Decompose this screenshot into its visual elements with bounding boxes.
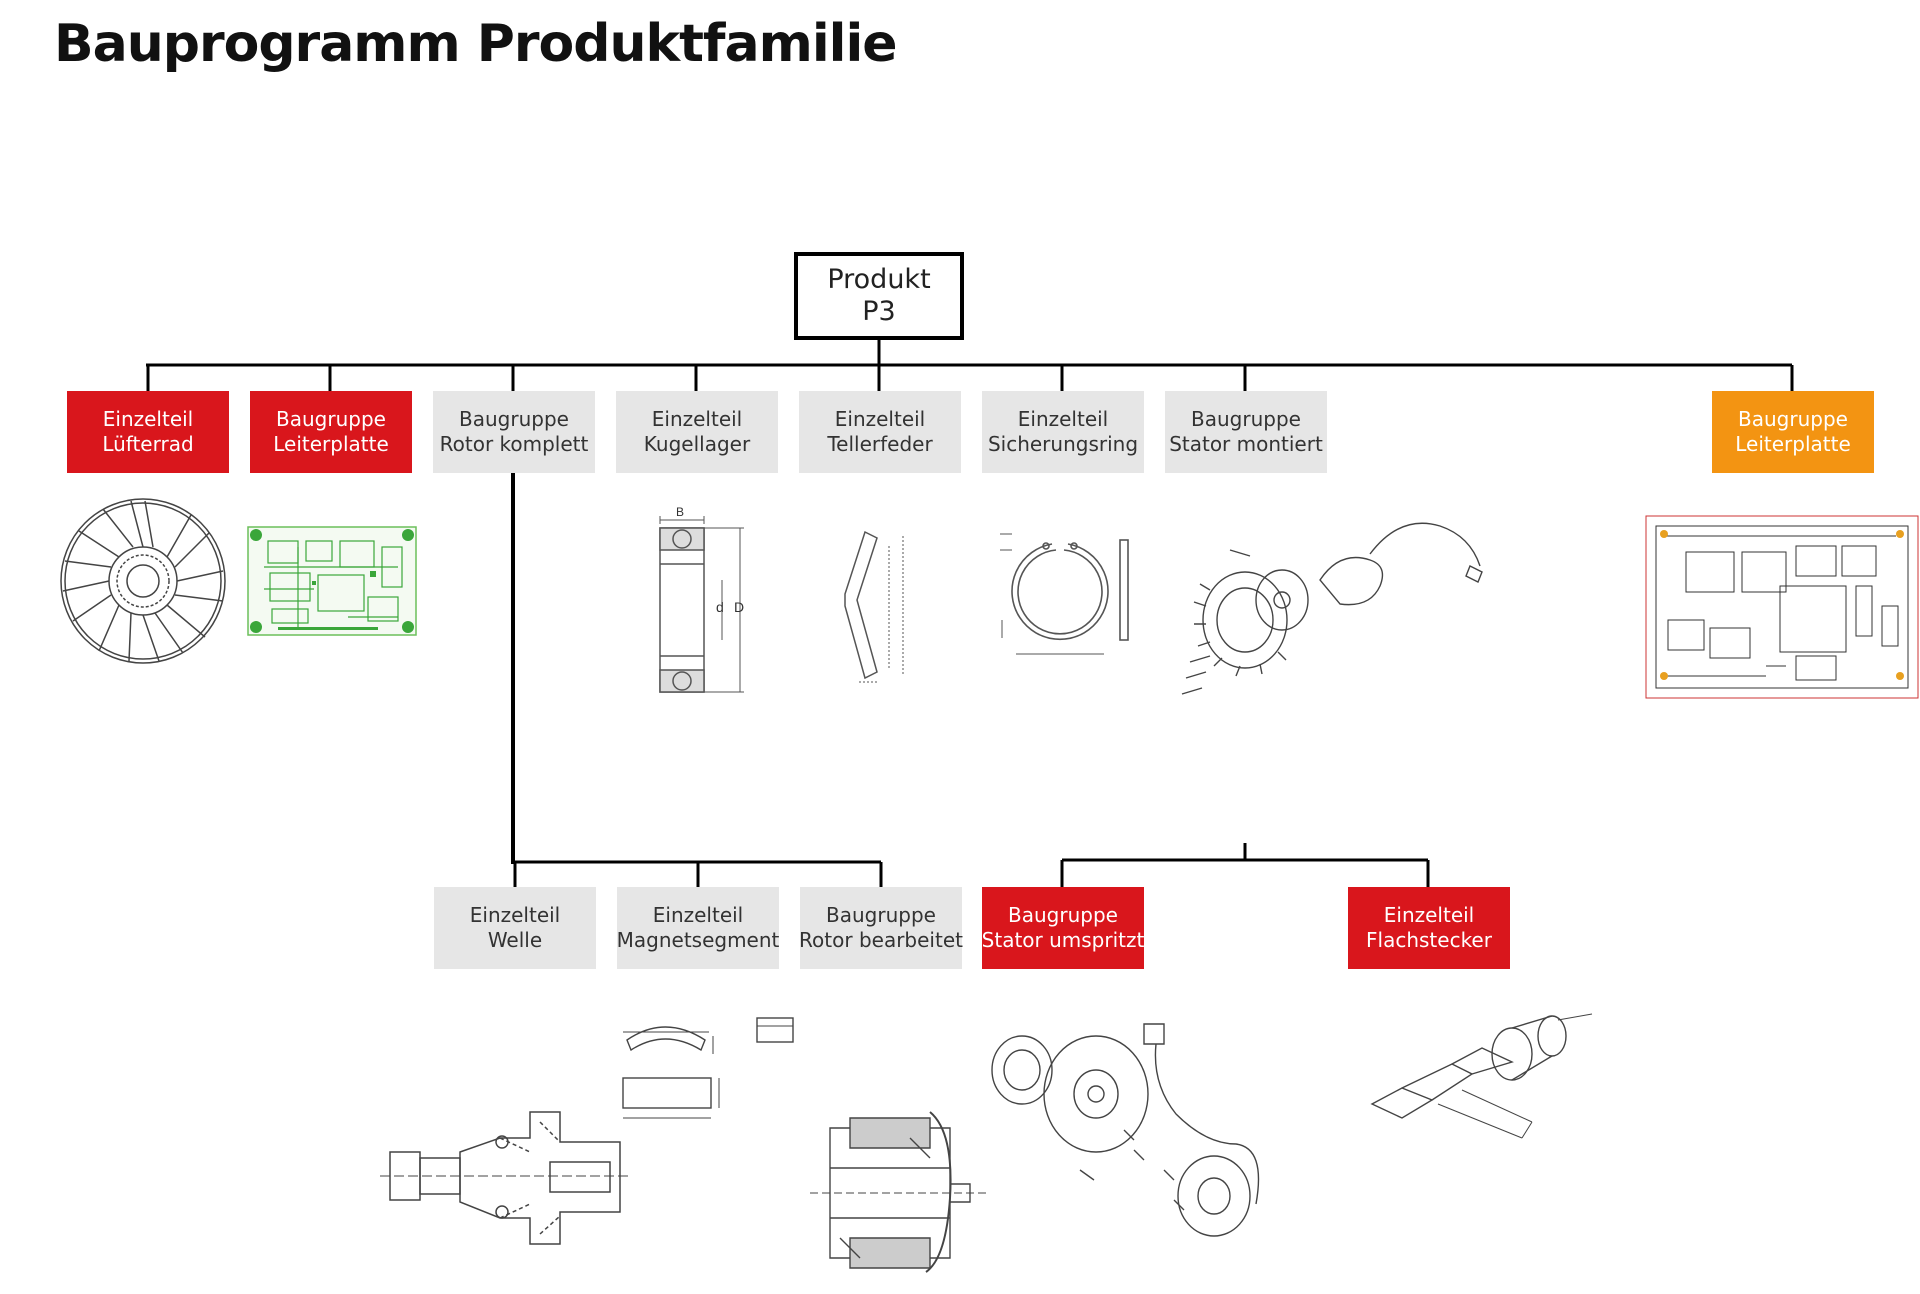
node-baugruppe-stator-montiert[interactable]: Baugruppe Stator montiert <box>1165 391 1327 473</box>
svg-text:B: B <box>676 505 684 519</box>
node-type: Einzelteil <box>469 903 561 927</box>
retaining-ring-drawing <box>1000 533 1129 655</box>
node-type: Baugruppe <box>459 407 569 431</box>
node-type: Baugruppe <box>826 903 936 927</box>
node-baugruppe-leiterplatte[interactable]: Baugruppe Leiterplatte <box>250 391 412 473</box>
node-baugruppe-rotor-bearbeitet[interactable]: Baugruppe Rotor bearbeitet <box>799 887 963 969</box>
node-name: Leiterplatte <box>1735 432 1851 456</box>
ball-bearing-drawing: B d D <box>659 505 744 693</box>
node-type: Baugruppe <box>276 407 386 431</box>
node-type: Baugruppe <box>1738 407 1848 431</box>
node-baugruppe-stator-umspritzt[interactable]: Baugruppe Stator umspritzt <box>982 887 1144 969</box>
node-einzelteil-welle[interactable]: Einzelteil Welle <box>434 887 596 969</box>
stator-assembly-drawing <box>1181 522 1483 695</box>
fan-wheel-drawing <box>60 498 226 664</box>
disc-spring-drawing <box>844 530 904 683</box>
page-title: Bauprogramm Produktfamilie <box>54 14 898 74</box>
node-name: Sicherungsring <box>987 432 1139 456</box>
rotor-section-drawing <box>810 1111 990 1273</box>
flat-connector-drawing <box>1370 1013 1593 1139</box>
root-label-line1: Produkt <box>827 264 931 295</box>
pcb-layout-drawing <box>1645 515 1919 699</box>
node-name: Lüfterrad <box>102 432 194 456</box>
node-type: Einzelteil <box>1383 903 1475 927</box>
node-type: Baugruppe <box>1008 903 1118 927</box>
node-baugruppe-leiterplatte-variant[interactable]: Baugruppe Leiterplatte <box>1712 391 1874 473</box>
svg-text:D: D <box>734 599 744 615</box>
node-einzelteil-sicherungsring[interactable]: Einzelteil Sicherungsring <box>982 391 1144 473</box>
node-name: Flachstecker <box>1366 928 1492 952</box>
root-label-line2: P3 <box>862 296 896 327</box>
node-name: Kugellager <box>643 432 751 456</box>
shaft-drawing <box>380 1111 630 1245</box>
node-name: Welle <box>487 928 543 952</box>
node-name: Magnetsegment <box>616 928 780 952</box>
node-name: Rotor komplett <box>439 432 589 456</box>
node-type: Einzelteil <box>652 903 744 927</box>
node-einzelteil-tellerfeder[interactable]: Einzelteil Tellerfeder <box>799 391 961 473</box>
node-name: Rotor bearbeitet <box>799 928 963 952</box>
node-einzelteil-magnetsegment[interactable]: Einzelteil Magnetsegment <box>617 887 779 969</box>
node-type: Einzelteil <box>1017 407 1109 431</box>
node-name: Leiterplatte <box>273 432 389 456</box>
node-type: Einzelteil <box>102 407 194 431</box>
svg-text:d: d <box>716 599 724 615</box>
stator-molded-drawing <box>991 1023 1260 1237</box>
node-einzelteil-flachstecker[interactable]: Einzelteil Flachstecker <box>1348 887 1510 969</box>
magnet-segment-drawing <box>622 1017 794 1119</box>
node-einzelteil-kugellager[interactable]: Einzelteil Kugellager <box>616 391 778 473</box>
root-node-produkt-p3[interactable]: Produkt P3 <box>794 252 964 340</box>
node-baugruppe-rotor-komplett[interactable]: Baugruppe Rotor komplett <box>433 391 595 473</box>
node-einzelteil-luefterrad[interactable]: Einzelteil Lüfterrad <box>67 391 229 473</box>
node-type: Einzelteil <box>651 407 743 431</box>
node-name: Stator umspritzt <box>981 928 1145 952</box>
node-name: Stator montiert <box>1169 432 1323 456</box>
node-type: Baugruppe <box>1191 407 1301 431</box>
node-name: Tellerfeder <box>827 432 933 456</box>
pcb-green-drawing <box>247 526 417 636</box>
node-type: Einzelteil <box>834 407 926 431</box>
